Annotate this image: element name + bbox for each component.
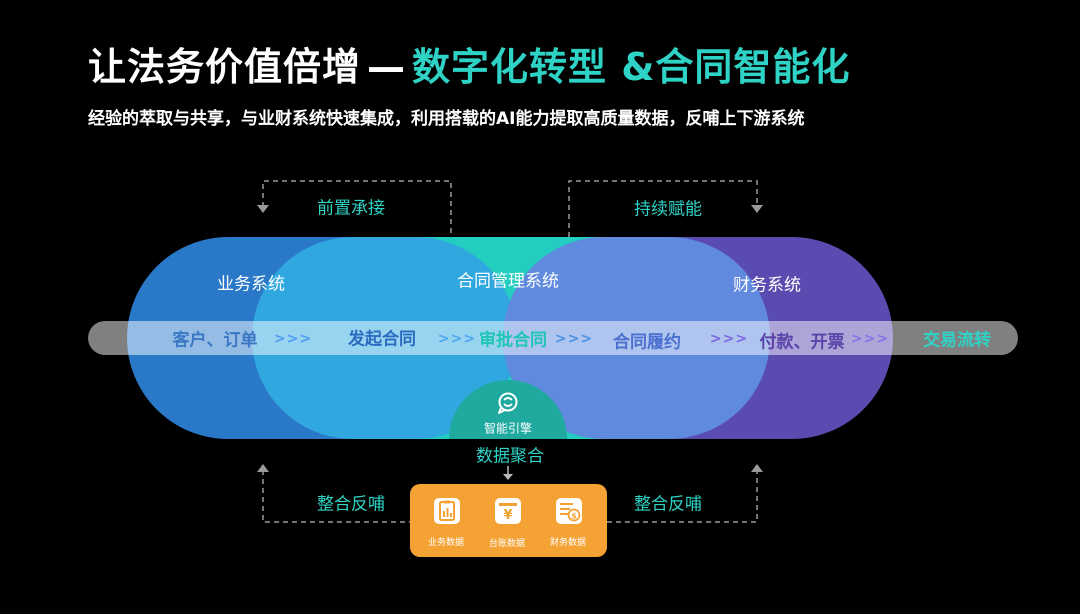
title-part-2: 数字化转型 &合同智能化 xyxy=(412,45,851,89)
top-right-loop-label: 持续赋能 xyxy=(634,199,702,220)
business-system-title: 业务系统 xyxy=(217,274,285,295)
engine-label: 智能引擎 xyxy=(483,421,533,436)
data-aggregation-label: 数据聚合 xyxy=(476,446,544,467)
top-right-loop-line xyxy=(568,180,758,237)
top-right-loop-arrowhead xyxy=(751,205,763,213)
business-data-label: 业务数据 xyxy=(427,538,465,548)
bottom-left-loop-arrowhead xyxy=(257,464,269,472)
page-subtitle: 经验的萃取与共享，与业财系统快速集成，利用搭载的AI能力提取高质量数据，反哺上下… xyxy=(88,109,805,129)
svg-text:¥: ¥ xyxy=(503,508,512,523)
title-part-1: 让法务价值倍增 xyxy=(88,45,362,89)
ledger-data-label: 台账数据 xyxy=(488,539,526,549)
svg-text:$: $ xyxy=(571,512,577,521)
bottom-left-loop-label: 整合反哺 xyxy=(317,494,385,515)
finance-system-title: 财务系统 xyxy=(733,275,801,296)
bottom-right-loop-label: 整合反哺 xyxy=(634,494,702,515)
finance-data-label: 财务数据 xyxy=(549,538,587,548)
flow-arrow-3: >>> xyxy=(554,331,594,347)
top-left-loop-arrowhead xyxy=(257,205,269,213)
flow-step-contract-performance: 合同履约 xyxy=(613,332,681,353)
bottom-right-loop-arrowhead xyxy=(751,464,763,472)
flow-arrow-5: >>> xyxy=(850,331,890,347)
flow-arrow-1: >>> xyxy=(273,331,313,347)
flow-step-approve-contract: 审批合同 xyxy=(479,330,547,351)
title-dash: — xyxy=(367,45,407,89)
top-left-loop-label: 前置承接 xyxy=(317,198,385,219)
data-sources-panel: ¥ $ 业务数据 台账数据 财务数据 xyxy=(410,484,607,557)
bottom-right-loop-line xyxy=(607,470,758,523)
aggregation-arrowhead xyxy=(503,474,513,480)
engine-icon xyxy=(495,390,521,416)
flow-bar xyxy=(88,321,1018,355)
ledger-data-icon: ¥ xyxy=(495,498,521,524)
flow-arrow-2: >>> xyxy=(437,331,477,347)
finance-data-icon: $ xyxy=(556,498,582,524)
page-title: 让法务价值倍增—数字化转型 &合同智能化 xyxy=(88,36,850,91)
flow-step-payment-invoice: 付款、开票 xyxy=(759,332,845,353)
flow-arrow-4: >>> xyxy=(709,331,749,347)
flow-step-transaction: 交易流转 xyxy=(923,330,991,351)
business-data-icon xyxy=(434,498,460,524)
top-left-loop-line xyxy=(262,180,452,237)
flow-step-customer-order: 客户、订单 xyxy=(172,330,258,351)
contract-system-title: 合同管理系统 xyxy=(457,271,559,292)
flow-step-initiate-contract: 发起合同 xyxy=(348,329,416,350)
